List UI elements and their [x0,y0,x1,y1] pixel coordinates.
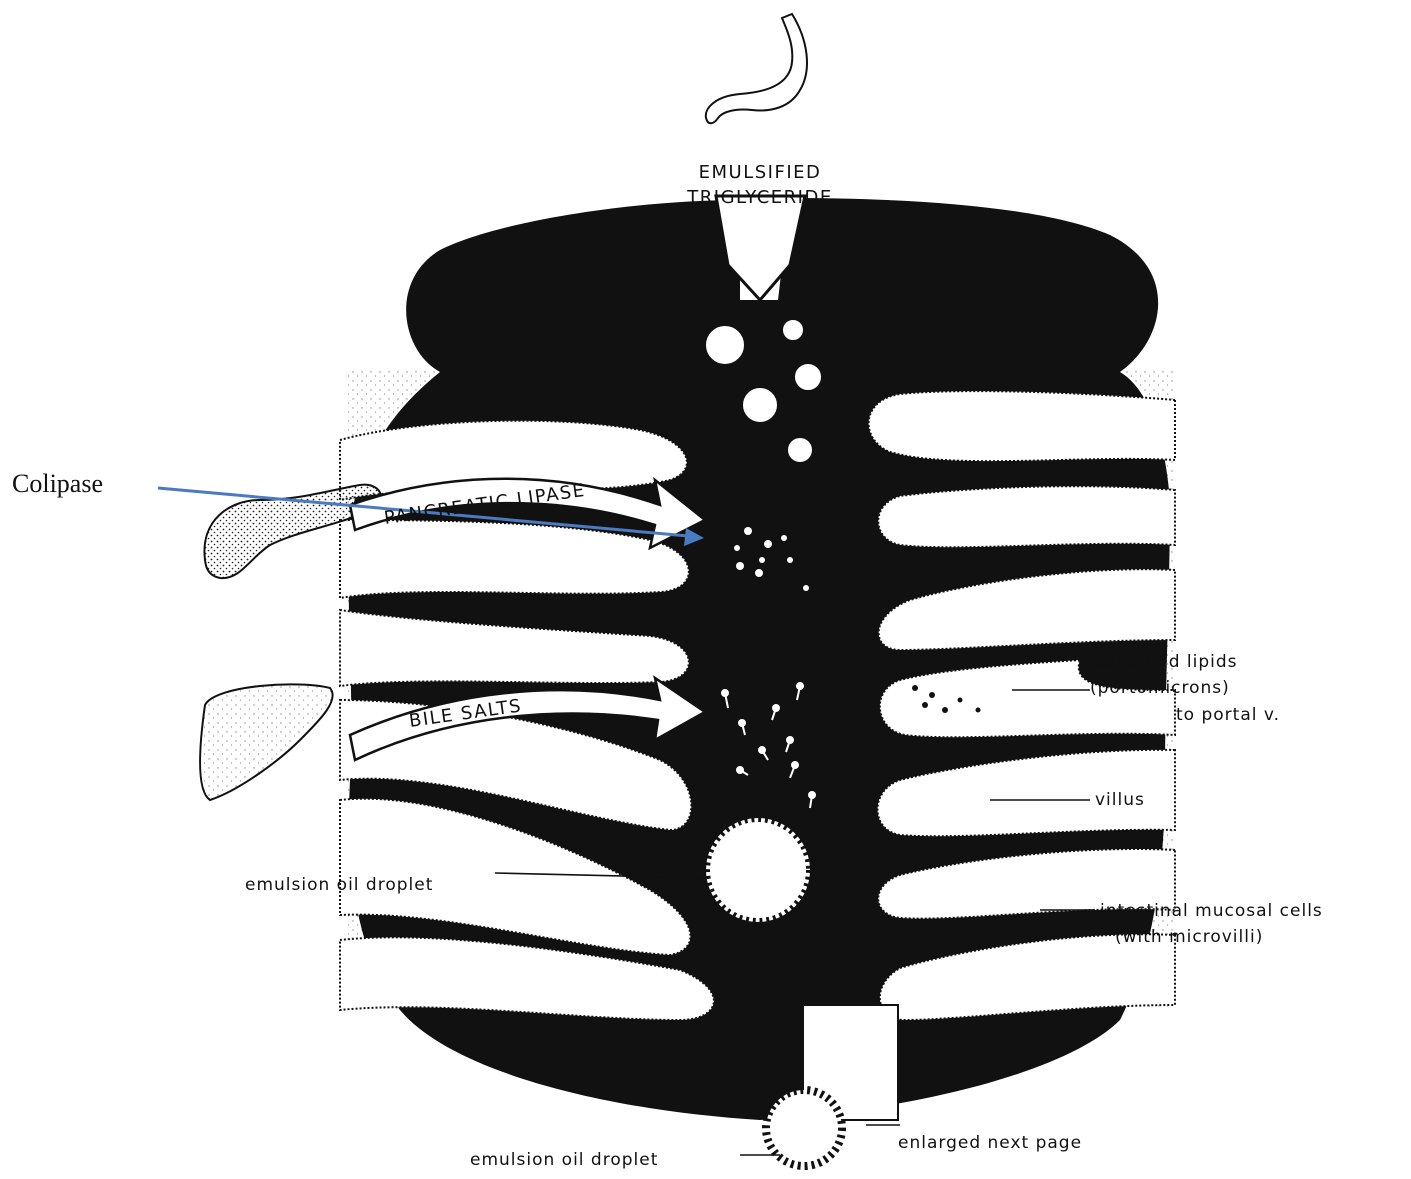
to-portal-label: to portal v. [1176,705,1280,725]
villus-label: villus [1095,790,1145,810]
emulsion-oil-droplet-label-bottom: emulsion oil droplet [470,1150,658,1170]
enlarged-next-page-label: enlarged next page [898,1133,1082,1153]
title-line-2: TRIGLYCERIDE [686,187,832,208]
portomicrons-label: (portomicrons) [1090,678,1230,698]
colipase-label: Colipase [12,469,103,498]
title-line-1: EMULSIFIED [699,162,822,183]
intestinal-mucosal-label: intestinal mucosal cells [1100,901,1323,921]
absorbed-lipids-label: absorbed lipids [1093,652,1238,672]
liver-icon [200,684,333,800]
stomach-icon [706,14,807,123]
emulsion-droplet-mid [706,818,810,922]
microvilli-label: (with microvilli) [1115,927,1263,947]
emulsion-oil-droplet-label-mid: emulsion oil droplet [245,875,433,895]
